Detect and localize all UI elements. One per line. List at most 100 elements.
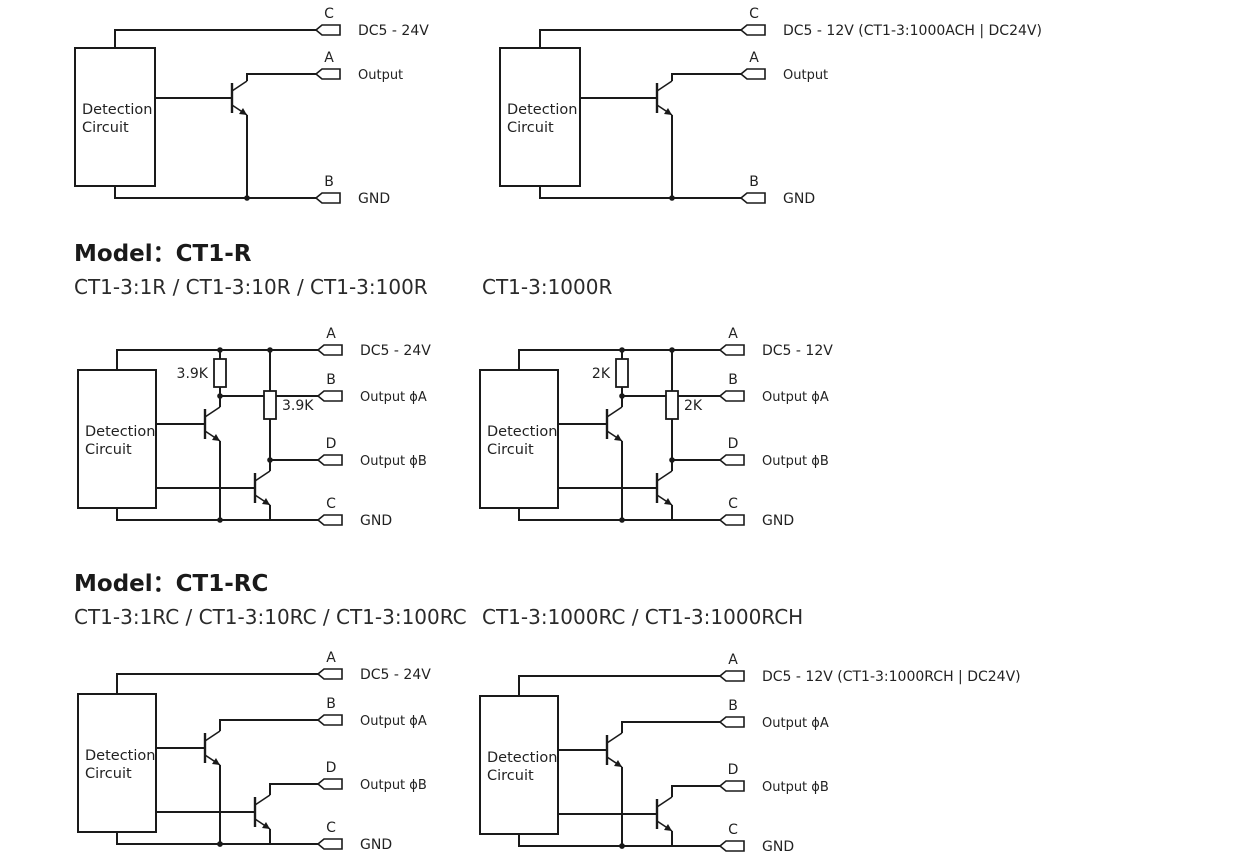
supply-wire xyxy=(518,349,720,370)
terminal-connector xyxy=(314,24,341,36)
terminal-label: Output ϕA xyxy=(762,390,829,405)
resistor-label: 3.9K xyxy=(282,398,314,414)
terminal-label: DC5 - 24V xyxy=(358,23,429,39)
phase-b-output-wire xyxy=(269,783,318,795)
terminal-connector xyxy=(316,454,343,466)
terminal-label: Output ϕB xyxy=(762,780,829,795)
terminal-letter: B xyxy=(324,174,334,190)
phase-b-transistor-emitter-arrow xyxy=(664,824,672,831)
terminal-connector xyxy=(314,192,341,204)
output-wire xyxy=(671,73,741,81)
terminal-letter: D xyxy=(728,436,739,452)
resistor-label: 2K xyxy=(684,398,703,414)
output-wire xyxy=(246,73,316,81)
phase-a-transistor-collector xyxy=(606,406,623,418)
terminal-label: DC5 - 12V xyxy=(762,343,833,359)
terminal-letter: C xyxy=(728,496,738,512)
model-title-ct1-rc: Model：CT1-RC xyxy=(74,571,269,597)
junction-dot xyxy=(669,457,675,463)
detection-circuit-label: Circuit xyxy=(507,120,554,136)
detection-circuit-label: Detection xyxy=(85,748,155,764)
terminal-label: DC5 - 12V (CT1-3:1000RCH | DC24V) xyxy=(762,669,1021,685)
terminal-connector xyxy=(316,514,343,526)
phase-b-output-wire xyxy=(671,785,720,797)
output-transistor-emitter-arrow xyxy=(664,108,672,115)
terminal-label: DC5 - 24V xyxy=(360,343,431,359)
phase-b-transistor-emitter-arrow xyxy=(262,498,270,505)
detection-circuit-box xyxy=(479,369,559,509)
phase-a-transistor-emitter-arrow xyxy=(212,434,220,441)
terminal-connector xyxy=(718,514,745,526)
phase-b-transistor-emitter-arrow xyxy=(664,498,672,505)
variant-ct1-rc-left: CT1-3:1RC / CT1-3:10RC / CT1-3:100RC xyxy=(74,605,467,629)
phase-a-transistor-collector xyxy=(606,732,623,744)
phase-a-output-wire xyxy=(621,721,720,733)
ground-wire xyxy=(518,834,720,847)
detection-circuit-label: Detection xyxy=(487,750,557,766)
phase-a-transistor-collector xyxy=(204,730,221,742)
terminal-connector xyxy=(739,192,766,204)
output-transistor-collector xyxy=(656,80,673,92)
detection-circuit-label: Circuit xyxy=(487,768,534,784)
phase-a-transistor-collector xyxy=(204,406,221,418)
variant-ct1-r-right: CT1-3:1000R xyxy=(482,275,613,299)
terminal-label: GND xyxy=(762,839,794,855)
terminal-connector xyxy=(718,390,745,402)
terminal-connector xyxy=(739,68,766,80)
terminal-letter: A xyxy=(326,650,336,666)
terminal-connector xyxy=(718,780,745,792)
terminal-label: GND xyxy=(360,837,392,853)
terminal-letter: B xyxy=(728,372,738,388)
supply-wire xyxy=(116,349,318,370)
terminal-connector xyxy=(739,24,766,36)
detection-circuit-label: Detection xyxy=(85,424,155,440)
terminal-letter: B xyxy=(728,698,738,714)
terminal-label: Output ϕB xyxy=(762,454,829,469)
terminal-letter: D xyxy=(326,760,337,776)
terminal-letter: B xyxy=(326,696,336,712)
detection-circuit-label: Circuit xyxy=(85,766,132,782)
terminal-letter: C xyxy=(326,496,336,512)
terminal-label: Output ϕA xyxy=(762,716,829,731)
terminal-letter: A xyxy=(728,326,738,342)
junction-dot xyxy=(267,347,273,353)
phase-b-output-wire xyxy=(269,459,318,471)
terminal-letter: C xyxy=(326,820,336,836)
terminal-connector xyxy=(718,454,745,466)
phase-b-transistor-collector xyxy=(254,470,271,482)
variant-ct1-r-left: CT1-3:1R / CT1-3:10R / CT1-3:100R xyxy=(74,275,428,299)
terminal-label: Output ϕB xyxy=(360,778,427,793)
terminal-connector xyxy=(316,668,343,680)
junction-dot xyxy=(217,347,223,353)
junction-dot xyxy=(619,517,625,523)
junction-dot xyxy=(619,393,625,399)
ground-wire xyxy=(116,832,318,845)
resistor-body xyxy=(615,358,629,388)
ground-wire xyxy=(114,186,316,199)
terminal-connector xyxy=(316,390,343,402)
terminal-connector xyxy=(718,670,745,682)
terminal-letter: D xyxy=(728,762,739,778)
resistor-label: 3.9K xyxy=(177,366,209,382)
terminal-connector xyxy=(316,714,343,726)
phase-b-transistor-collector xyxy=(656,796,673,808)
phase-a-transistor-emitter-arrow xyxy=(212,758,220,765)
phase-b-transistor-collector xyxy=(254,794,271,806)
terminal-connector xyxy=(314,68,341,80)
detection-circuit-label: Detection xyxy=(487,424,557,440)
junction-dot xyxy=(669,347,675,353)
terminal-letter: A xyxy=(324,50,334,66)
terminal-letter: C xyxy=(728,822,738,838)
terminal-connector xyxy=(316,344,343,356)
ground-wire xyxy=(518,508,720,521)
phase-a-transistor-emitter-arrow xyxy=(614,434,622,441)
terminal-connector xyxy=(718,716,745,728)
terminal-connector xyxy=(718,840,745,852)
phase-b-output-wire xyxy=(671,459,720,471)
terminal-connector xyxy=(316,778,343,790)
